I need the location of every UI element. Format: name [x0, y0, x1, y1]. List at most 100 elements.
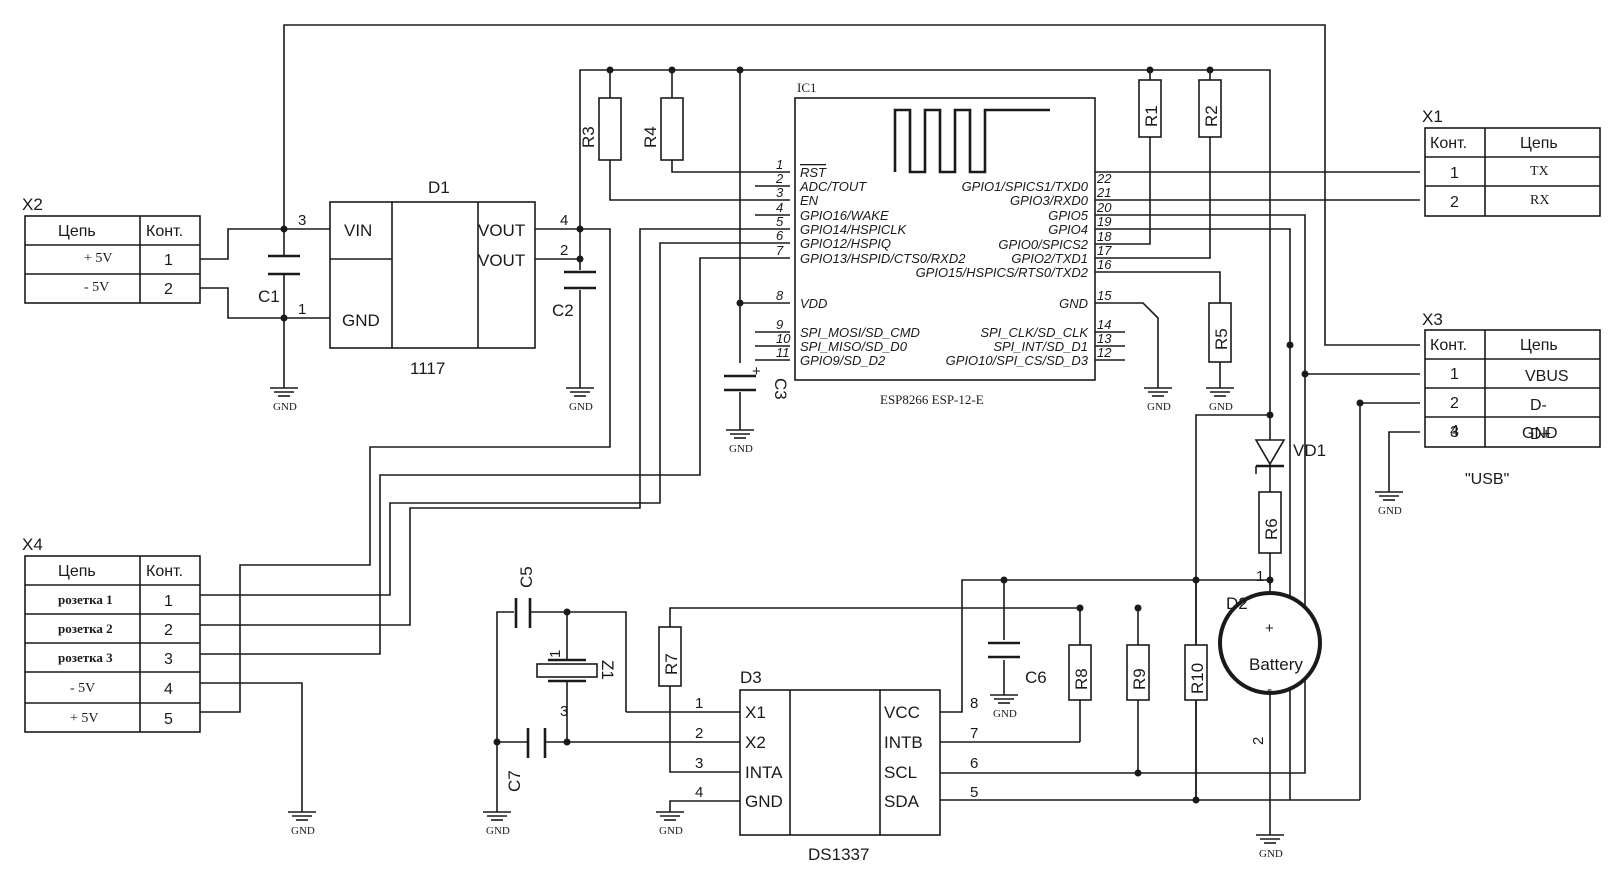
- diode-vd1: VD1: [1254, 439, 1326, 474]
- svg-text:GND: GND: [273, 401, 297, 413]
- svg-text:2: 2: [164, 281, 173, 298]
- ic1-pin-num: 6: [776, 228, 784, 243]
- svg-text:розетка 3: розетка 3: [58, 650, 113, 665]
- ground-symbols: GND GND GND GND GND GND GND GND: [270, 387, 1403, 860]
- capacitor-c1: C1: [258, 254, 300, 306]
- svg-text:1: 1: [164, 252, 173, 269]
- svg-text:+ 5V: + 5V: [70, 711, 99, 726]
- svg-text:D-: D-: [1530, 397, 1547, 414]
- svg-text:C6: C6: [1025, 668, 1047, 687]
- svg-text:2: 2: [1450, 194, 1459, 211]
- ic1-pin-num: 21: [1096, 185, 1111, 200]
- svg-text:1: 1: [547, 650, 564, 658]
- ic1-pin-name: SPI_INT/SD_D1: [993, 339, 1088, 354]
- ic1-pin-num: 13: [1097, 331, 1112, 346]
- svg-text:2: 2: [1450, 395, 1459, 412]
- ic1-pin-name: GPIO13/HSPID/CTS0/RXD2: [800, 251, 966, 266]
- ic1-pin-name: SPI_MOSI/SD_CMD: [800, 325, 920, 340]
- ic1-pin-num: 9: [776, 317, 783, 332]
- svg-text:RX: RX: [1530, 193, 1549, 208]
- d1-num-gnd: 1: [298, 301, 306, 318]
- svg-text:розетка 2: розетка 2: [58, 621, 113, 636]
- ic1-pin-num: 3: [776, 185, 784, 200]
- svg-text:GND: GND: [1378, 505, 1402, 517]
- svg-text:Конт.: Конт.: [1430, 337, 1467, 354]
- svg-text:GND: GND: [1209, 401, 1233, 413]
- ic1-pin-num: 22: [1096, 171, 1112, 186]
- ic1-pin-name: GPIO5: [1048, 208, 1089, 223]
- d3-pin-name: X1: [745, 703, 766, 722]
- ic1-pin-num: 11: [776, 345, 790, 360]
- battery-d2: D2 Battery + - 1 2: [1218, 568, 1322, 745]
- ground-icon: GND: [656, 811, 684, 837]
- d3-pin-num: 7: [970, 725, 978, 742]
- ic1-pin-name: EN: [800, 193, 819, 208]
- svg-text:Цепь: Цепь: [1520, 135, 1558, 152]
- svg-text:C2: C2: [552, 301, 574, 320]
- svg-text:+: +: [752, 363, 761, 380]
- svg-text:X4: X4: [22, 535, 43, 554]
- ic1-ref: IC1: [797, 80, 817, 95]
- svg-text:GND: GND: [993, 708, 1017, 720]
- svg-text:+: +: [1265, 620, 1274, 637]
- svg-text:-: -: [1267, 681, 1272, 698]
- resistor-r4: R4: [641, 97, 684, 161]
- ic1-pin-name: VDD: [800, 296, 827, 311]
- ic1-pin-num: 18: [1097, 229, 1112, 244]
- d3-pin-name: SCL: [884, 763, 917, 782]
- ground-icon: GND: [288, 811, 316, 837]
- ic1-pin-num: 2: [775, 171, 784, 186]
- svg-text:Конт.: Конт.: [1430, 135, 1467, 152]
- svg-text:GND: GND: [291, 825, 315, 837]
- svg-text:C3: C3: [771, 378, 790, 400]
- ic1-pin-name: GPIO2/TXD1: [1011, 251, 1088, 266]
- ground-icon: GND: [566, 387, 594, 413]
- svg-text:GND: GND: [659, 825, 683, 837]
- connector-x3: X3 Конт. Цепь 1 VBUS 2 D- 3 D+ 4 GND "US…: [1422, 310, 1601, 488]
- svg-text:розетка 1: розетка 1: [58, 592, 113, 607]
- svg-text:C7: C7: [505, 770, 524, 792]
- svg-text:Конт.: Конт.: [146, 563, 183, 580]
- resistor-r3: R3: [579, 97, 622, 161]
- ic1-pin-name: ADC/TOUT: [799, 179, 867, 194]
- ic1-pin-name: SPI_CLK/SD_CLK: [980, 325, 1089, 340]
- ground-icon: GND: [1256, 834, 1284, 860]
- d1-num-vout2: 2: [560, 242, 568, 259]
- svg-text:Цепь: Цепь: [58, 223, 96, 240]
- ic1-pin-num: 1: [776, 157, 783, 172]
- ic1-pin-num: 4: [776, 200, 783, 215]
- ic1-pin-name: GPIO16/WAKE: [800, 208, 889, 223]
- svg-text:1: 1: [164, 593, 173, 610]
- ground-icon: GND: [483, 811, 511, 837]
- svg-text:R6: R6: [1262, 518, 1281, 540]
- resistor-r9: R9: [1126, 644, 1150, 701]
- ic1-pin-num: 17: [1097, 243, 1112, 258]
- d3-pin-name: INTA: [745, 763, 783, 782]
- svg-text:GND: GND: [486, 825, 510, 837]
- svg-text:R7: R7: [662, 653, 681, 675]
- svg-text:5: 5: [164, 711, 173, 728]
- svg-text:Z1: Z1: [598, 660, 617, 680]
- svg-text:R10: R10: [1188, 663, 1207, 694]
- svg-text:Battery: Battery: [1249, 655, 1303, 674]
- ic1-pin-name: GPIO15/HSPICS/RTS0/TXD2: [916, 265, 1089, 280]
- svg-text:2: 2: [1250, 737, 1267, 745]
- svg-text:R8: R8: [1072, 668, 1091, 690]
- svg-text:C5: C5: [517, 566, 536, 588]
- svg-text:4: 4: [164, 681, 173, 698]
- capacitor-c2: C2: [552, 270, 596, 320]
- ground-icon: GND: [990, 694, 1018, 720]
- junctions: [280, 66, 1364, 804]
- d3-pin-num: 3: [695, 755, 703, 772]
- d1-part: 1117: [410, 359, 445, 378]
- ground-icon: GND: [1375, 491, 1403, 517]
- svg-text:D2: D2: [1226, 594, 1248, 613]
- d3-pin-num: 2: [695, 725, 703, 742]
- svg-text:1: 1: [1450, 165, 1459, 182]
- d3-ref: D3: [740, 668, 762, 687]
- resistor-r2: R2: [1198, 79, 1222, 138]
- ic1-pin-name: GPIO4: [1048, 222, 1088, 237]
- svg-text:+ 5V: + 5V: [84, 251, 113, 266]
